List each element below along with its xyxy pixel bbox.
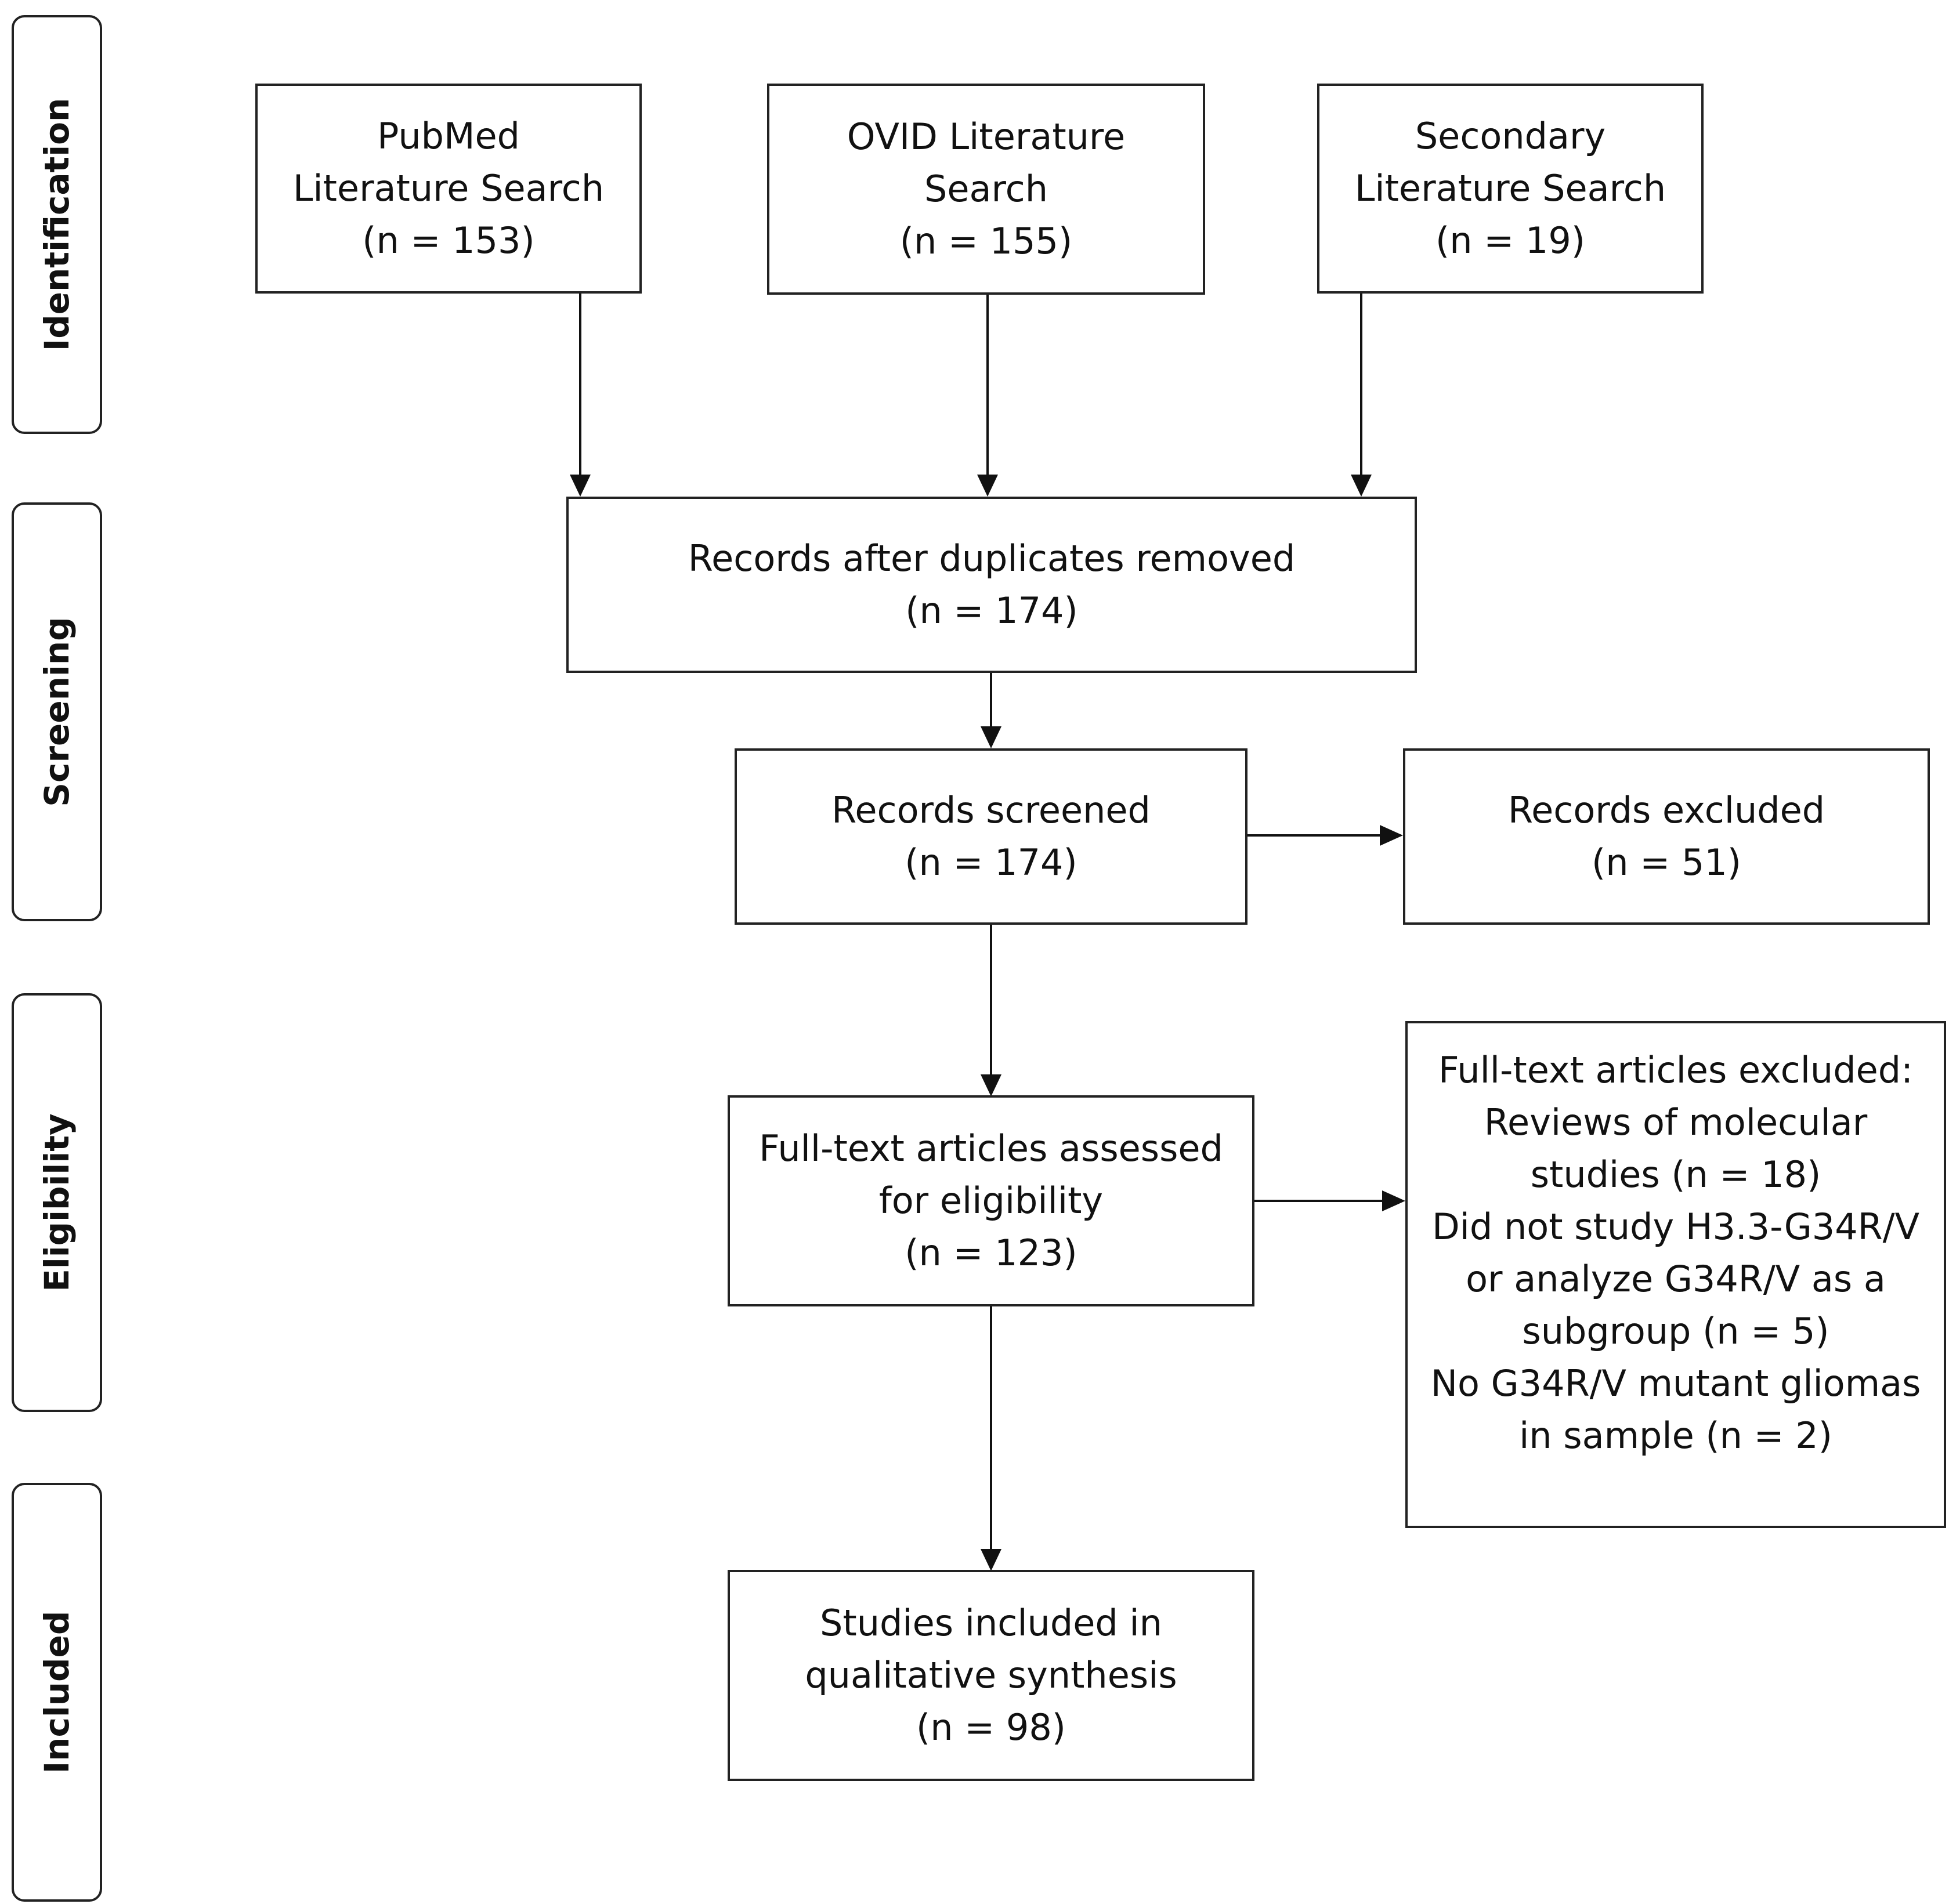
- fulltext-excluded-line: Full-text articles excluded:: [1438, 1049, 1913, 1091]
- pubmed-search-box: PubMed Literature Search (n = 153): [255, 84, 642, 294]
- stage-eligibility: Eligibility: [12, 993, 102, 1412]
- records-excluded-label: Records excluded: [1507, 789, 1825, 831]
- stage-included: Included: [12, 1483, 102, 1902]
- arrowhead-assessed: [981, 1074, 1001, 1096]
- duplicates-removed-label: Records after duplicates removed: [688, 537, 1296, 580]
- fulltext-assessed-line2: for eligibility: [878, 1179, 1104, 1222]
- pubmed-line1: PubMed: [377, 115, 520, 157]
- secondary-line1: Secondary: [1415, 115, 1606, 157]
- secondary-count: (n = 19): [1435, 219, 1585, 262]
- ovid-line2: Search: [924, 168, 1048, 210]
- secondary-line2: Literature Search: [1354, 167, 1666, 209]
- records-screened-box: Records screened (n = 174): [735, 748, 1247, 925]
- stage-identification: Identification: [12, 15, 102, 434]
- fulltext-excluded-line: Did not study H3.3-G34R/V: [1431, 1206, 1920, 1248]
- stage-screening: Screening: [12, 502, 102, 921]
- fulltext-excluded-line: in sample (n = 2): [1519, 1414, 1832, 1457]
- studies-included-count: (n = 98): [916, 1706, 1066, 1749]
- fulltext-assessed-count: (n = 123): [905, 1232, 1077, 1274]
- duplicates-removed-count: (n = 174): [905, 589, 1078, 632]
- fulltext-excluded-line: No G34R/V mutant gliomas: [1430, 1362, 1921, 1405]
- fulltext-excluded-line: Reviews of molecular: [1484, 1101, 1868, 1143]
- records-excluded-count: (n = 51): [1592, 841, 1741, 884]
- arrowhead-ovid: [977, 475, 998, 497]
- records-screened-label: Records screened: [831, 789, 1151, 831]
- fulltext-excluded-line: subgroup (n = 5): [1522, 1310, 1829, 1352]
- studies-included-line1: Studies included in: [820, 1602, 1162, 1644]
- pubmed-count: (n = 153): [362, 219, 535, 262]
- ovid-search-box: OVID Literature Search (n = 155): [767, 84, 1205, 295]
- arrowhead-secondary: [1351, 475, 1372, 497]
- arrowhead-screened: [981, 726, 1001, 748]
- fulltext-excluded-line: or analyze G34R/V as a: [1466, 1258, 1886, 1300]
- ovid-count: (n = 155): [899, 220, 1073, 262]
- arrowhead-excluded: [1380, 825, 1403, 846]
- fulltext-assessed-line1: Full-text articles assessed: [759, 1127, 1223, 1170]
- ovid-line1: OVID Literature: [847, 115, 1126, 158]
- fulltext-excluded-line: studies (n = 18): [1530, 1153, 1821, 1196]
- fulltext-excluded-box: Full-text articles excluded: Reviews of …: [1405, 1021, 1946, 1528]
- duplicates-removed-box: Records after duplicates removed (n = 17…: [566, 497, 1417, 673]
- records-excluded-box: Records excluded (n = 51): [1403, 748, 1930, 925]
- pubmed-line2: Literature Search: [292, 167, 605, 209]
- secondary-search-box: Secondary Literature Search (n = 19): [1317, 84, 1704, 294]
- studies-included-line2: qualitative synthesis: [805, 1654, 1177, 1696]
- arrowhead-included: [981, 1549, 1001, 1571]
- studies-included-box: Studies included in qualitative synthesi…: [728, 1570, 1254, 1781]
- arrowhead-pubmed: [570, 475, 591, 497]
- arrowhead-fulltext-excluded: [1382, 1190, 1405, 1211]
- records-screened-count: (n = 174): [905, 841, 1077, 884]
- fulltext-assessed-box: Full-text articles assessed for eligibil…: [728, 1095, 1254, 1306]
